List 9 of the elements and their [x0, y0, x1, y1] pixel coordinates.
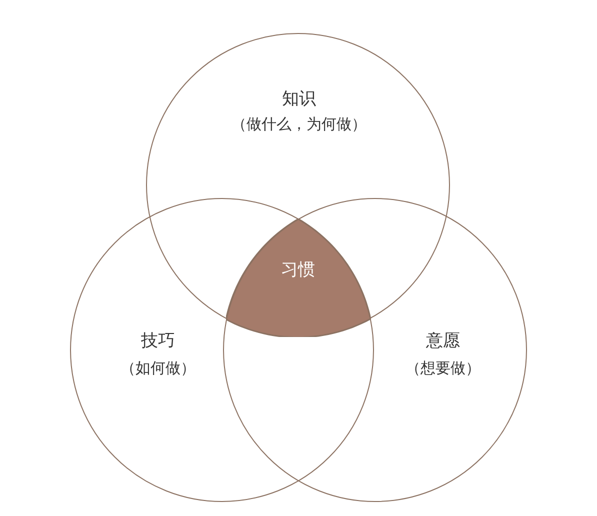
region-title: 知识	[282, 88, 316, 110]
region-title: 技巧	[141, 330, 175, 352]
region-subtitle: （想要做）	[406, 359, 480, 378]
region-title: 意愿	[426, 330, 460, 352]
region-subtitle: （做什么，为何做）	[232, 115, 366, 134]
venn-circle	[223, 198, 527, 502]
region-title: 习惯	[280, 258, 315, 281]
venn-circle	[70, 198, 374, 502]
region-subtitle: （如何做）	[120, 359, 196, 378]
